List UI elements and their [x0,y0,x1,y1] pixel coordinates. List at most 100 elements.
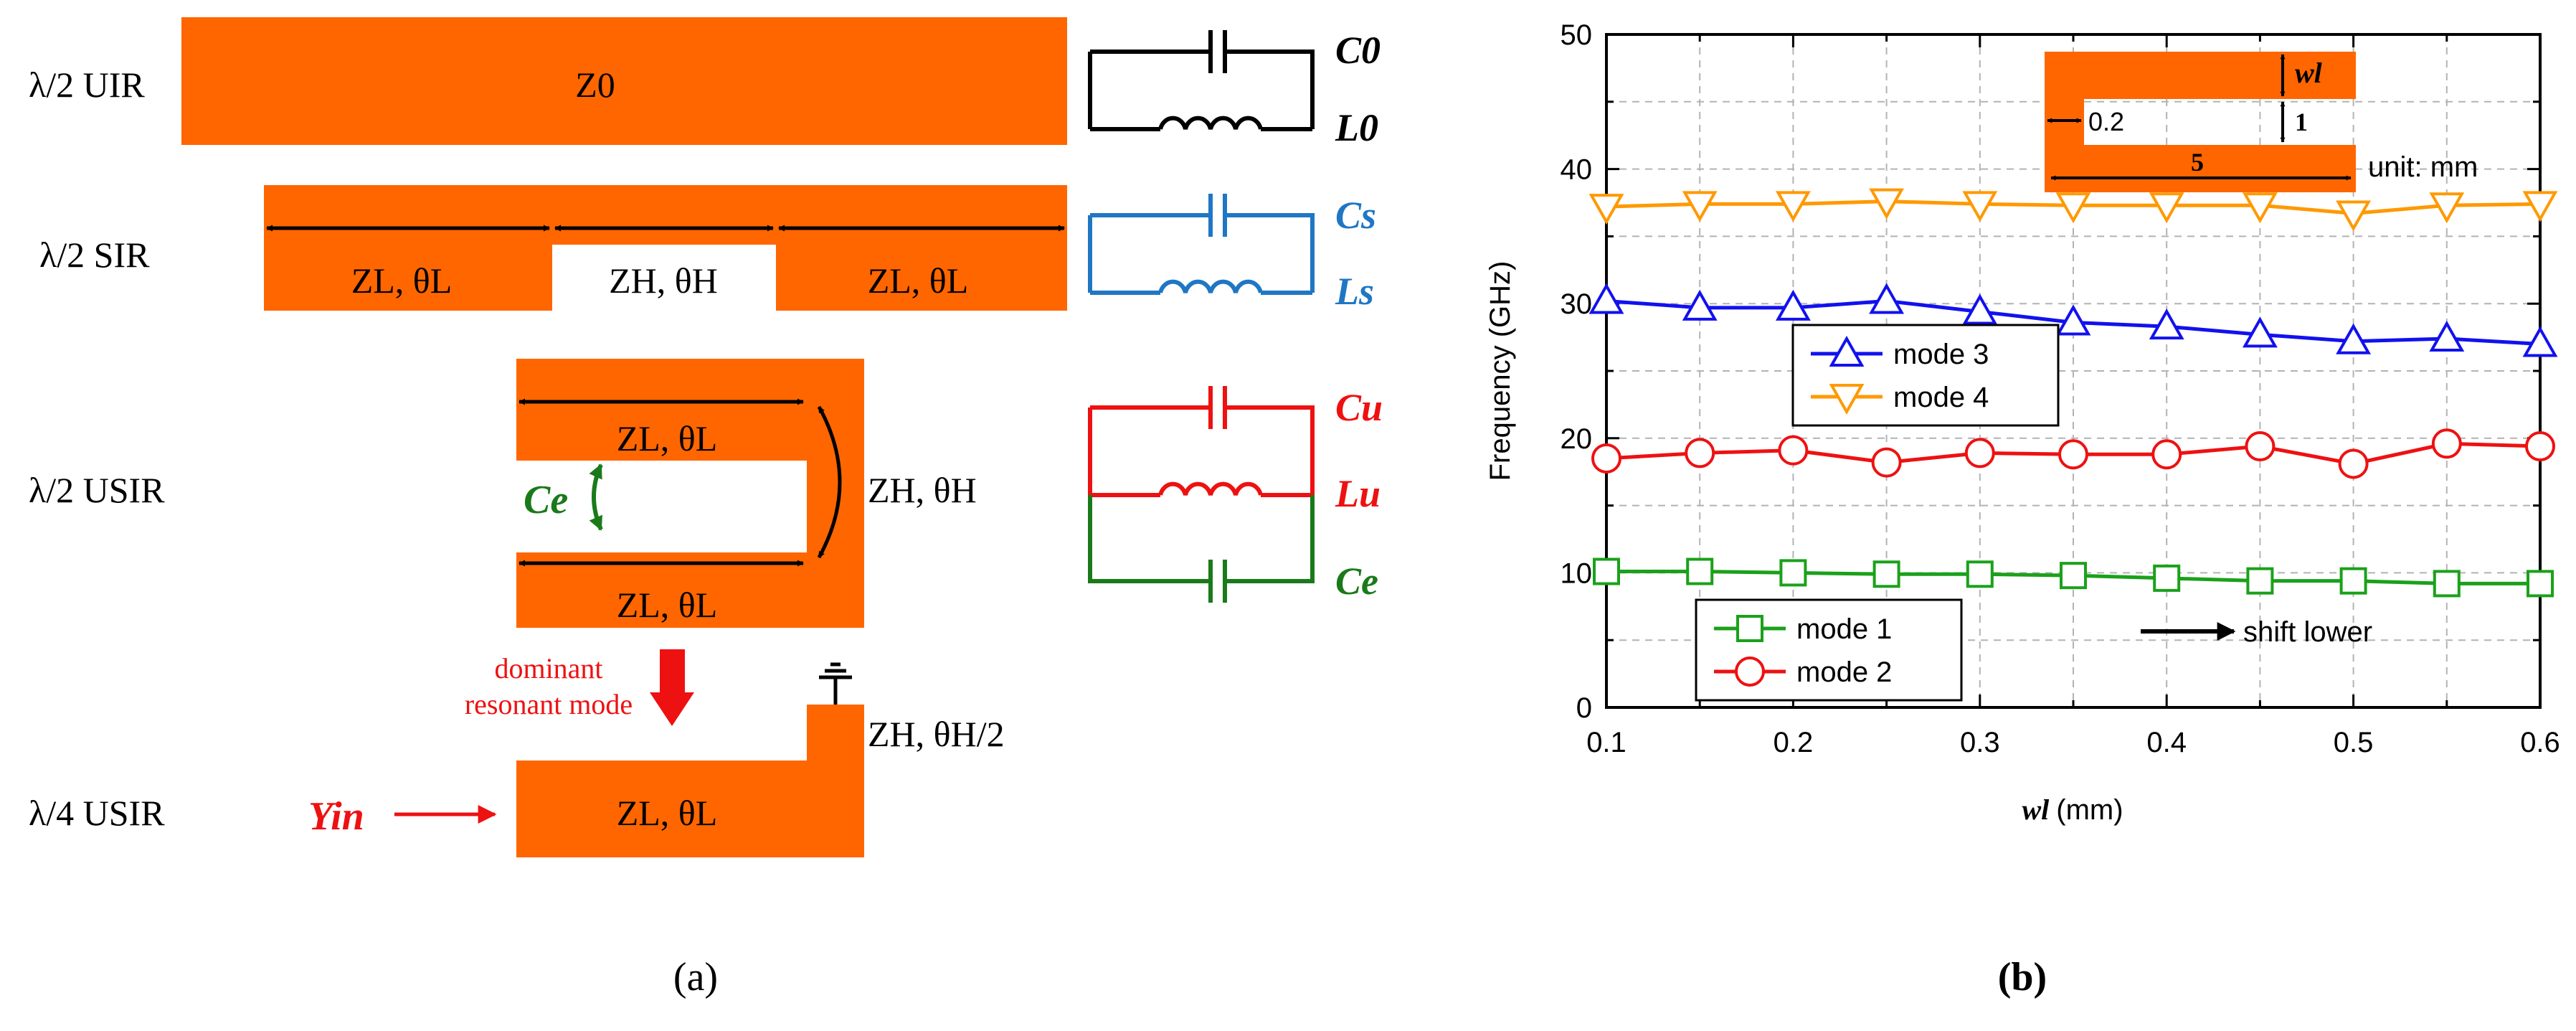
sir-left-strip [264,185,552,311]
legend-marker [1829,384,1865,415]
series-mode-1 [1593,557,2554,598]
data-point [1775,191,1811,222]
series [1588,188,2558,598]
uir-label: λ/2 UIR [29,65,145,105]
legend-label: mode 3 [1893,339,1989,370]
dominant-note: dominant [494,652,602,684]
data-point [1966,560,1994,588]
data-point [2429,320,2465,352]
resonant-mode-note: resonant mode [465,688,633,720]
inset-one-label: 1 [2295,108,2308,136]
inset-geometry: wl 0.2 1 5 unit: mm [2045,52,2478,192]
data-point [2246,567,2274,595]
data-point [2522,326,2558,357]
usir-inductor-label: Lu [1335,472,1381,515]
sir-label: λ/2 SIR [39,235,150,275]
data-point [2242,316,2278,348]
data-point [2522,191,2558,222]
data-point [1593,557,1620,585]
data-point [1872,560,1900,588]
data-point [1682,191,1718,222]
sir-right-label: ZL, θL [868,260,969,301]
data-point [2242,192,2278,224]
sir-left-label: ZL, θL [351,260,453,301]
data-point [1686,557,1714,585]
sir-mid-strip [552,185,776,245]
lc-circuit-usir [1088,386,1315,603]
data-point [2245,431,2276,462]
sir-right-strip [776,185,1067,311]
usir-ce-label: Ce [524,478,568,522]
x-tick-label: 0.1 [1586,727,1626,758]
quarter-stub-label: ZH, θH/2 [868,714,1005,754]
uir-impedance: Z0 [575,65,615,105]
x-axis-label-var: wl [2022,794,2050,826]
data-point [2431,428,2462,459]
series-mode-3 [1588,283,2558,357]
data-point [2149,192,2184,224]
sir-inductor-label: Ls [1335,270,1374,313]
uir-capacitor-label: C0 [1335,29,1381,72]
y-tick-label: 30 [1561,288,1593,320]
x-tick-label: 0.5 [2334,727,2374,758]
quarter-usir-label: λ/4 USIR [29,793,165,833]
data-point [2055,304,2091,336]
legend-marker [1829,335,1865,367]
inset-five-label: 5 [2191,148,2204,176]
data-point [2058,439,2088,470]
shift-lower-label: shift lower [2243,616,2372,648]
sir-capacitor-label: Cs [1335,194,1376,237]
y-tick-label: 0 [1576,692,1592,724]
legend-frame [1791,324,2060,427]
ground-icon [819,662,852,705]
data-point [2525,431,2555,462]
uir-strip [181,17,1067,145]
legend-label: mode 2 [1796,656,1892,688]
data-point [1588,194,1624,225]
legend-box: mode 1 mode 2 [1695,598,1963,702]
caption-b: (b) [1998,955,2047,999]
data-point [1775,289,1811,321]
data-point [1871,447,1902,478]
data-point [2060,562,2087,590]
usir-ce-capacitor-label: Ce [1335,560,1378,603]
uir-inductor-label: L0 [1335,106,1378,149]
quarter-seg-label: ZL, θL [617,793,718,833]
sir-mid-label: ZH, θH [609,260,718,301]
caption-a: (a) [673,955,718,999]
series-mode-2 [1591,428,2555,479]
lc-circuit-sir [1088,194,1315,295]
y-tick-label: 20 [1561,423,1593,455]
y-tick-label: 40 [1561,154,1593,186]
inset-wl-label: wl [2295,57,2323,89]
data-point [1869,283,1905,314]
x-tick-label: 0.2 [1774,727,1814,758]
data-point [2055,192,2091,224]
data-point [1964,438,1995,469]
data-point [1962,191,1998,222]
data-point [1779,559,1807,587]
usir-label: λ/2 USIR [29,470,165,510]
data-point [2336,323,2372,354]
inset-unit-label: unit: mm [2368,151,2478,183]
quarter-usir-strip [516,761,864,857]
data-point [2429,192,2465,224]
usir-top-label: ZL, θL [617,418,718,458]
x-axis-label-unit: (mm) [2056,794,2123,826]
legend-marker [1736,615,1763,642]
y-tick-label: 10 [1561,557,1593,589]
data-point [1685,438,1715,469]
usir-bottom-label: ZL, θL [617,585,718,625]
data-point [1778,435,1809,466]
legend-label: mode 1 [1796,613,1892,645]
panel-a: λ/2 UIR Z0 C0 L0 λ/2 SIR ZL, θL ZH, θH Z… [29,17,1383,999]
x-axis-label: wl(mm) [2022,794,2123,826]
quarter-usir-stub [807,705,864,762]
x-tick-label: 0.6 [2520,727,2560,758]
lc-circuit-uir [1088,30,1315,131]
data-point [2151,439,2182,470]
